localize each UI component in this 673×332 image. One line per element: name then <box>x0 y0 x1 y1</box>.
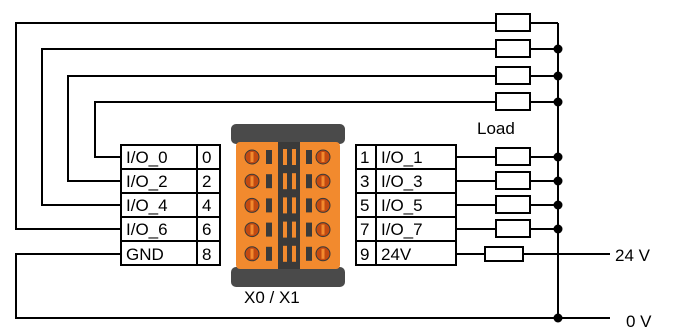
wire-io4-to-load <box>41 48 496 206</box>
connector-rows <box>244 149 331 262</box>
screw-slot <box>250 152 254 162</box>
junction-dot <box>553 97 563 107</box>
screw-slot <box>250 176 254 187</box>
load-resistor-2 <box>495 39 531 58</box>
connector-pin <box>292 173 296 190</box>
bus-junctions <box>553 44 563 323</box>
connector-label: X0 / X1 <box>244 288 300 307</box>
connector-pin <box>283 173 287 190</box>
connector-contact <box>266 150 272 164</box>
supply-24v-label: 24 V <box>615 246 651 265</box>
terminal-block-left: I/O_0 I/O_2 I/O_4 I/O_6 GND 0 2 4 6 8 <box>120 144 221 266</box>
screw-slot <box>250 200 254 211</box>
connector-contact <box>266 174 272 189</box>
terminal-number-2: 2 <box>202 172 211 191</box>
load-resistor-1 <box>495 13 531 32</box>
terminal-label-gnd: GND <box>126 245 164 264</box>
connector-contact <box>266 198 272 213</box>
connector-frame-top <box>231 124 345 144</box>
wire-gnd-to-0v <box>15 253 610 319</box>
supply-0v-label: 0 V <box>626 312 652 327</box>
connector-pin <box>292 197 296 214</box>
left-io-wires <box>15 22 610 319</box>
connector-contact <box>306 174 312 189</box>
terminal-number-3: 3 <box>360 172 369 191</box>
terminal-number-9: 9 <box>360 245 369 264</box>
junction-dot <box>553 71 563 81</box>
terminal-label-io2: I/O_2 <box>126 172 168 191</box>
terminal-label-io4: I/O_4 <box>126 196 168 215</box>
supply-24v-line <box>456 246 610 262</box>
terminal-label-io5: I/O_5 <box>381 196 423 215</box>
terminal-number-0: 0 <box>202 148 211 167</box>
terminal-label-io3: I/O_3 <box>381 172 423 191</box>
right-loads <box>456 147 558 238</box>
connector-contact <box>266 246 272 261</box>
screw-slot <box>250 224 254 235</box>
connector-x0-x1 <box>231 124 345 287</box>
load-resistor-io5 <box>495 195 531 214</box>
terminal-number-8: 8 <box>202 245 211 264</box>
connector-pin <box>283 221 287 238</box>
connector-contact <box>306 222 312 237</box>
connector-pin <box>283 245 287 262</box>
connector-contact <box>306 246 312 261</box>
junction-dot <box>553 44 563 54</box>
connector-contact <box>306 198 312 213</box>
screw-slot <box>321 176 325 187</box>
connector-pin <box>283 197 287 214</box>
load-resistor-io7 <box>495 219 531 238</box>
wire-io6-to-load <box>15 22 496 230</box>
terminal-number-1: 1 <box>360 148 369 167</box>
terminal-block-right: 1 3 5 7 9 I/O_1 I/O_3 I/O_5 I/O_7 24V <box>355 144 457 266</box>
load-resistor-3 <box>495 66 531 85</box>
wire-io2-to-load <box>67 75 496 182</box>
top-loads <box>495 13 558 111</box>
screw-slot <box>321 152 325 162</box>
load-label: Load <box>477 119 515 138</box>
load-resistor-4 <box>495 92 531 111</box>
terminal-number-7: 7 <box>360 220 369 239</box>
screw-slot <box>321 248 325 259</box>
wire-io0-to-load <box>94 101 496 158</box>
load-resistor-io3 <box>495 171 531 190</box>
junction-dot <box>553 313 563 323</box>
connector-pin <box>292 149 296 165</box>
connector-pin <box>283 149 287 165</box>
terminal-label-io1: I/O_1 <box>381 148 423 167</box>
terminal-label-24v: 24V <box>381 245 412 264</box>
connector-frame-bottom <box>231 267 345 287</box>
connector-pin <box>292 221 296 238</box>
screw-slot <box>321 200 325 211</box>
load-resistor-io1 <box>495 147 531 166</box>
connector-contact <box>266 222 272 237</box>
connector-channel <box>278 142 300 269</box>
terminal-label-io6: I/O_6 <box>126 220 168 239</box>
terminal-label-io7: I/O_7 <box>381 220 423 239</box>
terminal-number-4: 4 <box>202 196 211 215</box>
connector-pin <box>292 245 296 262</box>
terminal-number-6: 6 <box>202 220 211 239</box>
screw-slot <box>321 224 325 235</box>
terminal-number-5: 5 <box>360 196 369 215</box>
connector-contact <box>306 150 312 164</box>
terminal-label-io0: I/O_0 <box>126 148 168 167</box>
screw-slot <box>250 248 254 259</box>
fuse <box>484 246 524 262</box>
